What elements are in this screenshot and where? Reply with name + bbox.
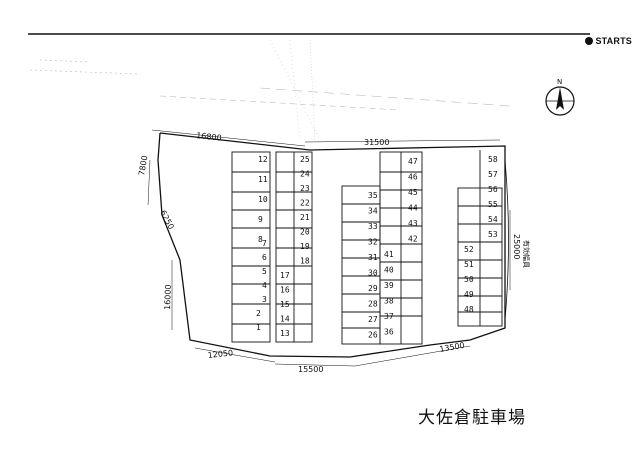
dim-left-diag: 6250 [158,209,176,231]
dim-bottom-left: 12050 [207,348,233,360]
stall-number-b-3: 22 [300,199,310,208]
stall-number-b-8: 17 [280,271,290,280]
stall-number-b-5: 20 [300,228,310,237]
stall-number-d-6: 41 [384,250,394,259]
stall-number-e-3: 55 [488,200,498,209]
stall-number-c-1: 34 [368,207,378,216]
stall-number-b-1: 24 [300,170,310,179]
stall-number-e-6: 52 [464,245,474,254]
stall-number-c-8: 27 [368,315,378,324]
stall-number-c-5: 30 [368,269,378,278]
dim-bottom-right: 13500 [439,341,466,354]
stall-number-e-1: 57 [488,170,498,179]
stall-number-c-2: 33 [368,222,378,231]
brand-mark-icon [585,37,594,45]
dim-right-width: 25000 [512,234,521,259]
brand-text: STARTS [595,36,632,46]
stall-number-c-7: 28 [368,300,378,309]
stall-number-a-mid-4: 3 [262,295,267,304]
stall-number-c-0: 35 [368,191,378,200]
stall-number-b-11: 14 [280,315,290,324]
north-arrow-icon [545,86,575,116]
stall-number-d-0: 47 [408,157,418,166]
dim-left-top: 7800 [137,155,149,177]
stall-number-e-8: 50 [464,275,474,284]
stall-grid [231,150,503,345]
stall-number-b-4: 21 [300,213,310,222]
stall-number-a-mid-1: 6 [262,253,267,262]
stall-number-d-11: 36 [384,328,394,337]
stall-number-d-8: 39 [384,281,394,290]
site-name-caption: 大佐倉駐車場 [418,408,526,428]
stall-number-a-top-1: 11 [258,175,268,184]
stall-number-d-4: 43 [408,219,418,228]
stall-number-e-9: 49 [464,290,474,299]
stall-number-e-7: 51 [464,260,474,269]
stall-number-a-mid-5: 2 [256,309,261,318]
stall-number-d-1: 46 [408,173,418,182]
stall-number-a-mid-6: 1 [256,323,261,332]
stall-number-a-mid-2: 5 [262,267,267,276]
brand-logo: STARTS [585,36,632,46]
stall-number-b-10: 15 [280,300,290,309]
stall-number-c-9: 26 [368,331,378,340]
stall-number-d-3: 44 [408,204,418,213]
dim-bottom-mid: 15500 [298,365,323,374]
stall-number-e-0: 58 [488,155,498,164]
stall-number-b-0: 25 [300,155,310,164]
dim-right-note: 有効幅員 [522,240,531,268]
stall-number-d-2: 45 [408,188,418,197]
stall-number-a-top-0: 12 [258,155,268,164]
stall-number-d-7: 40 [384,266,394,275]
stall-number-b-2: 23 [300,184,310,193]
dimension-lines [147,129,511,367]
north-label: N [557,78,562,86]
stall-number-c-6: 29 [368,284,378,293]
stall-number-d-5: 42 [408,235,418,244]
dim-top-left: 16800 [196,131,222,143]
stall-number-a-top-2: 10 [258,195,268,204]
stall-number-b-9: 16 [280,286,290,295]
dim-left-bottom: 16000 [163,284,173,310]
stall-number-b-12: 13 [280,329,290,338]
stall-number-b-6: 19 [300,242,310,251]
stall-number-e-10: 48 [464,305,474,314]
right-edge-curve [504,159,509,321]
stall-number-a-top-3: 9 [258,215,263,224]
stall-number-a-mid-0: 7 [262,239,267,248]
dim-top-right: 31500 [364,138,389,147]
site-boundary [157,132,506,358]
stall-number-d-10: 37 [384,312,394,321]
stall-number-c-4: 31 [368,253,378,262]
stall-number-e-4: 54 [488,215,498,224]
stall-number-e-5: 53 [488,230,498,239]
stall-number-d-9: 38 [384,297,394,306]
stall-number-e-2: 56 [488,185,498,194]
background-noise [29,39,511,141]
stall-number-a-mid-3: 4 [262,281,267,290]
stall-number-c-3: 32 [368,238,378,247]
stall-number-b-7: 18 [300,257,310,266]
stall-number-a-top-4: 8 [258,235,263,244]
